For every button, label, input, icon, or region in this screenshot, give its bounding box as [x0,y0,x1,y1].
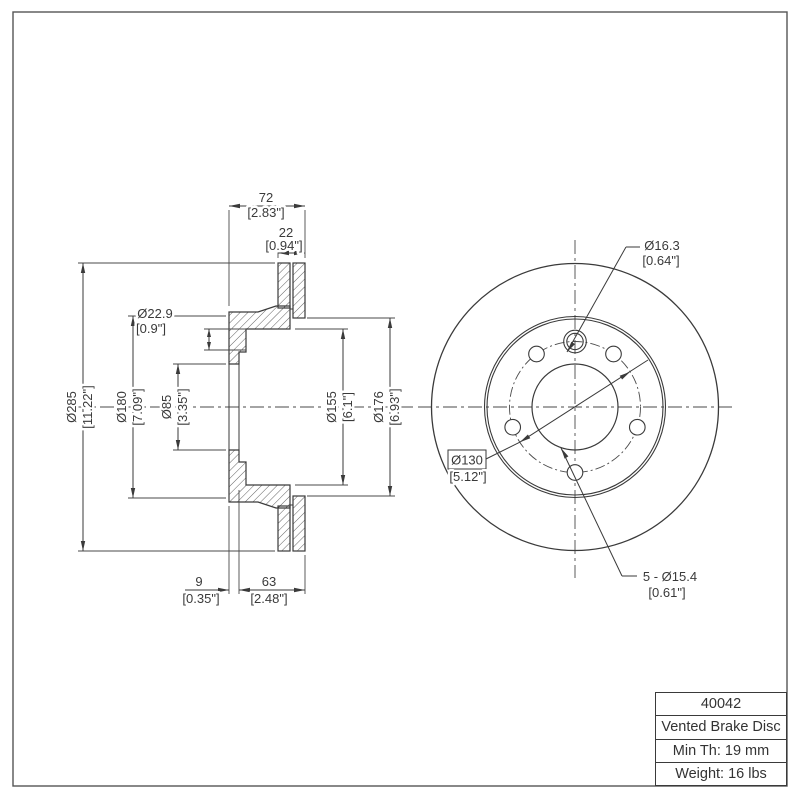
dim-label-w72-mm: 72 [259,190,273,205]
section-edges [228,308,293,506]
center-bore-circle [531,363,619,451]
front-view: Ø130 [5.12"] Ø16.3 [0.64"] 5 - Ø15.4 [0.… [418,236,733,603]
dim-label-d155-in: [6.1"] [340,392,355,422]
dim-label-d163-in: [0.64"] [642,253,679,268]
inner-plate-top [277,262,291,309]
dim-label-d229-in: [0.9"] [136,321,166,336]
lug-holes [504,345,646,481]
dim-label-d130-in: [5.12"] [449,469,486,484]
hat-diameter-circle [483,315,667,499]
min-thickness: Min Th: 19 mm [656,740,786,763]
dim-label-d229-mm: Ø22.9 [137,306,172,321]
section-arrowheads [80,203,393,593]
dim-label-d176-in: [6.93"] [387,388,402,425]
outer-diameter-circle [430,262,720,552]
dim-label-w63-mm: 63 [262,574,276,589]
hat-section-top [228,305,291,365]
part-type: Vented Brake Disc [656,716,786,740]
dim-label-d176-mm: Ø176 [371,391,386,423]
dim-label-w9-in: [0.35"] [182,591,219,606]
dim-label-d155-mm: Ø155 [324,391,339,423]
part-number: 40042 [656,693,786,717]
pilot-hole [563,329,587,354]
friction-inner-circle [486,318,664,496]
dim-label-d85-mm: Ø85 [159,395,174,420]
dim-label-d154-mm: 5 - Ø15.4 [643,569,697,584]
pilot-hole-chamfer [563,329,587,354]
dim-label-d130-mm: Ø130 [451,453,483,468]
lug-hole [605,345,622,363]
hat-section-bottom [228,449,291,509]
outer-plate-top [292,262,306,319]
leader-lines [560,246,640,577]
weight: Weight: 16 lbs [675,765,767,782]
dim-label-w63-in: [2.48"] [250,591,287,606]
drawing-frame [12,11,788,787]
dim-label-d285-mm: Ø285 [64,391,79,423]
dim-label-d85-in: [3.35"] [175,388,190,425]
title-block: 40042 Vented Brake Disc Min Th: 19 mm We… [655,692,787,786]
dim-label-d180-in: [7.09"] [130,388,145,425]
section-view: Ø285 [11.22"] Ø180 [7.09"] Ø85 [3.35"] Ø… [62,188,413,609]
dim-label-d154-in: [0.61"] [648,585,685,600]
pilot-hole-bore [566,332,584,351]
dim-label-d285-in: [11.22"] [80,385,95,428]
bolt-circle [509,341,641,473]
section-cut-geometry [228,262,306,552]
dim-label-d180-mm: Ø180 [114,391,129,423]
dim-label-w72-in: [2.83"] [247,205,284,220]
lug-hole [504,418,522,436]
bolt-circle-label-box [447,449,487,470]
front-arrowheads [519,341,631,459]
outer-plate-bottom [292,495,306,552]
inner-plate-bottom [277,505,291,552]
lug-hole [528,345,545,363]
lug-hole [628,418,646,436]
dim-label-w9-mm: 9 [195,574,202,589]
dim-label-d163-mm: Ø16.3 [644,238,679,253]
dim-label-w22-in: [0.94"] [265,238,302,253]
disc-circles [430,262,720,552]
dim-label-w22-mm: 22 [279,225,293,240]
section-extension-lines [78,210,395,594]
